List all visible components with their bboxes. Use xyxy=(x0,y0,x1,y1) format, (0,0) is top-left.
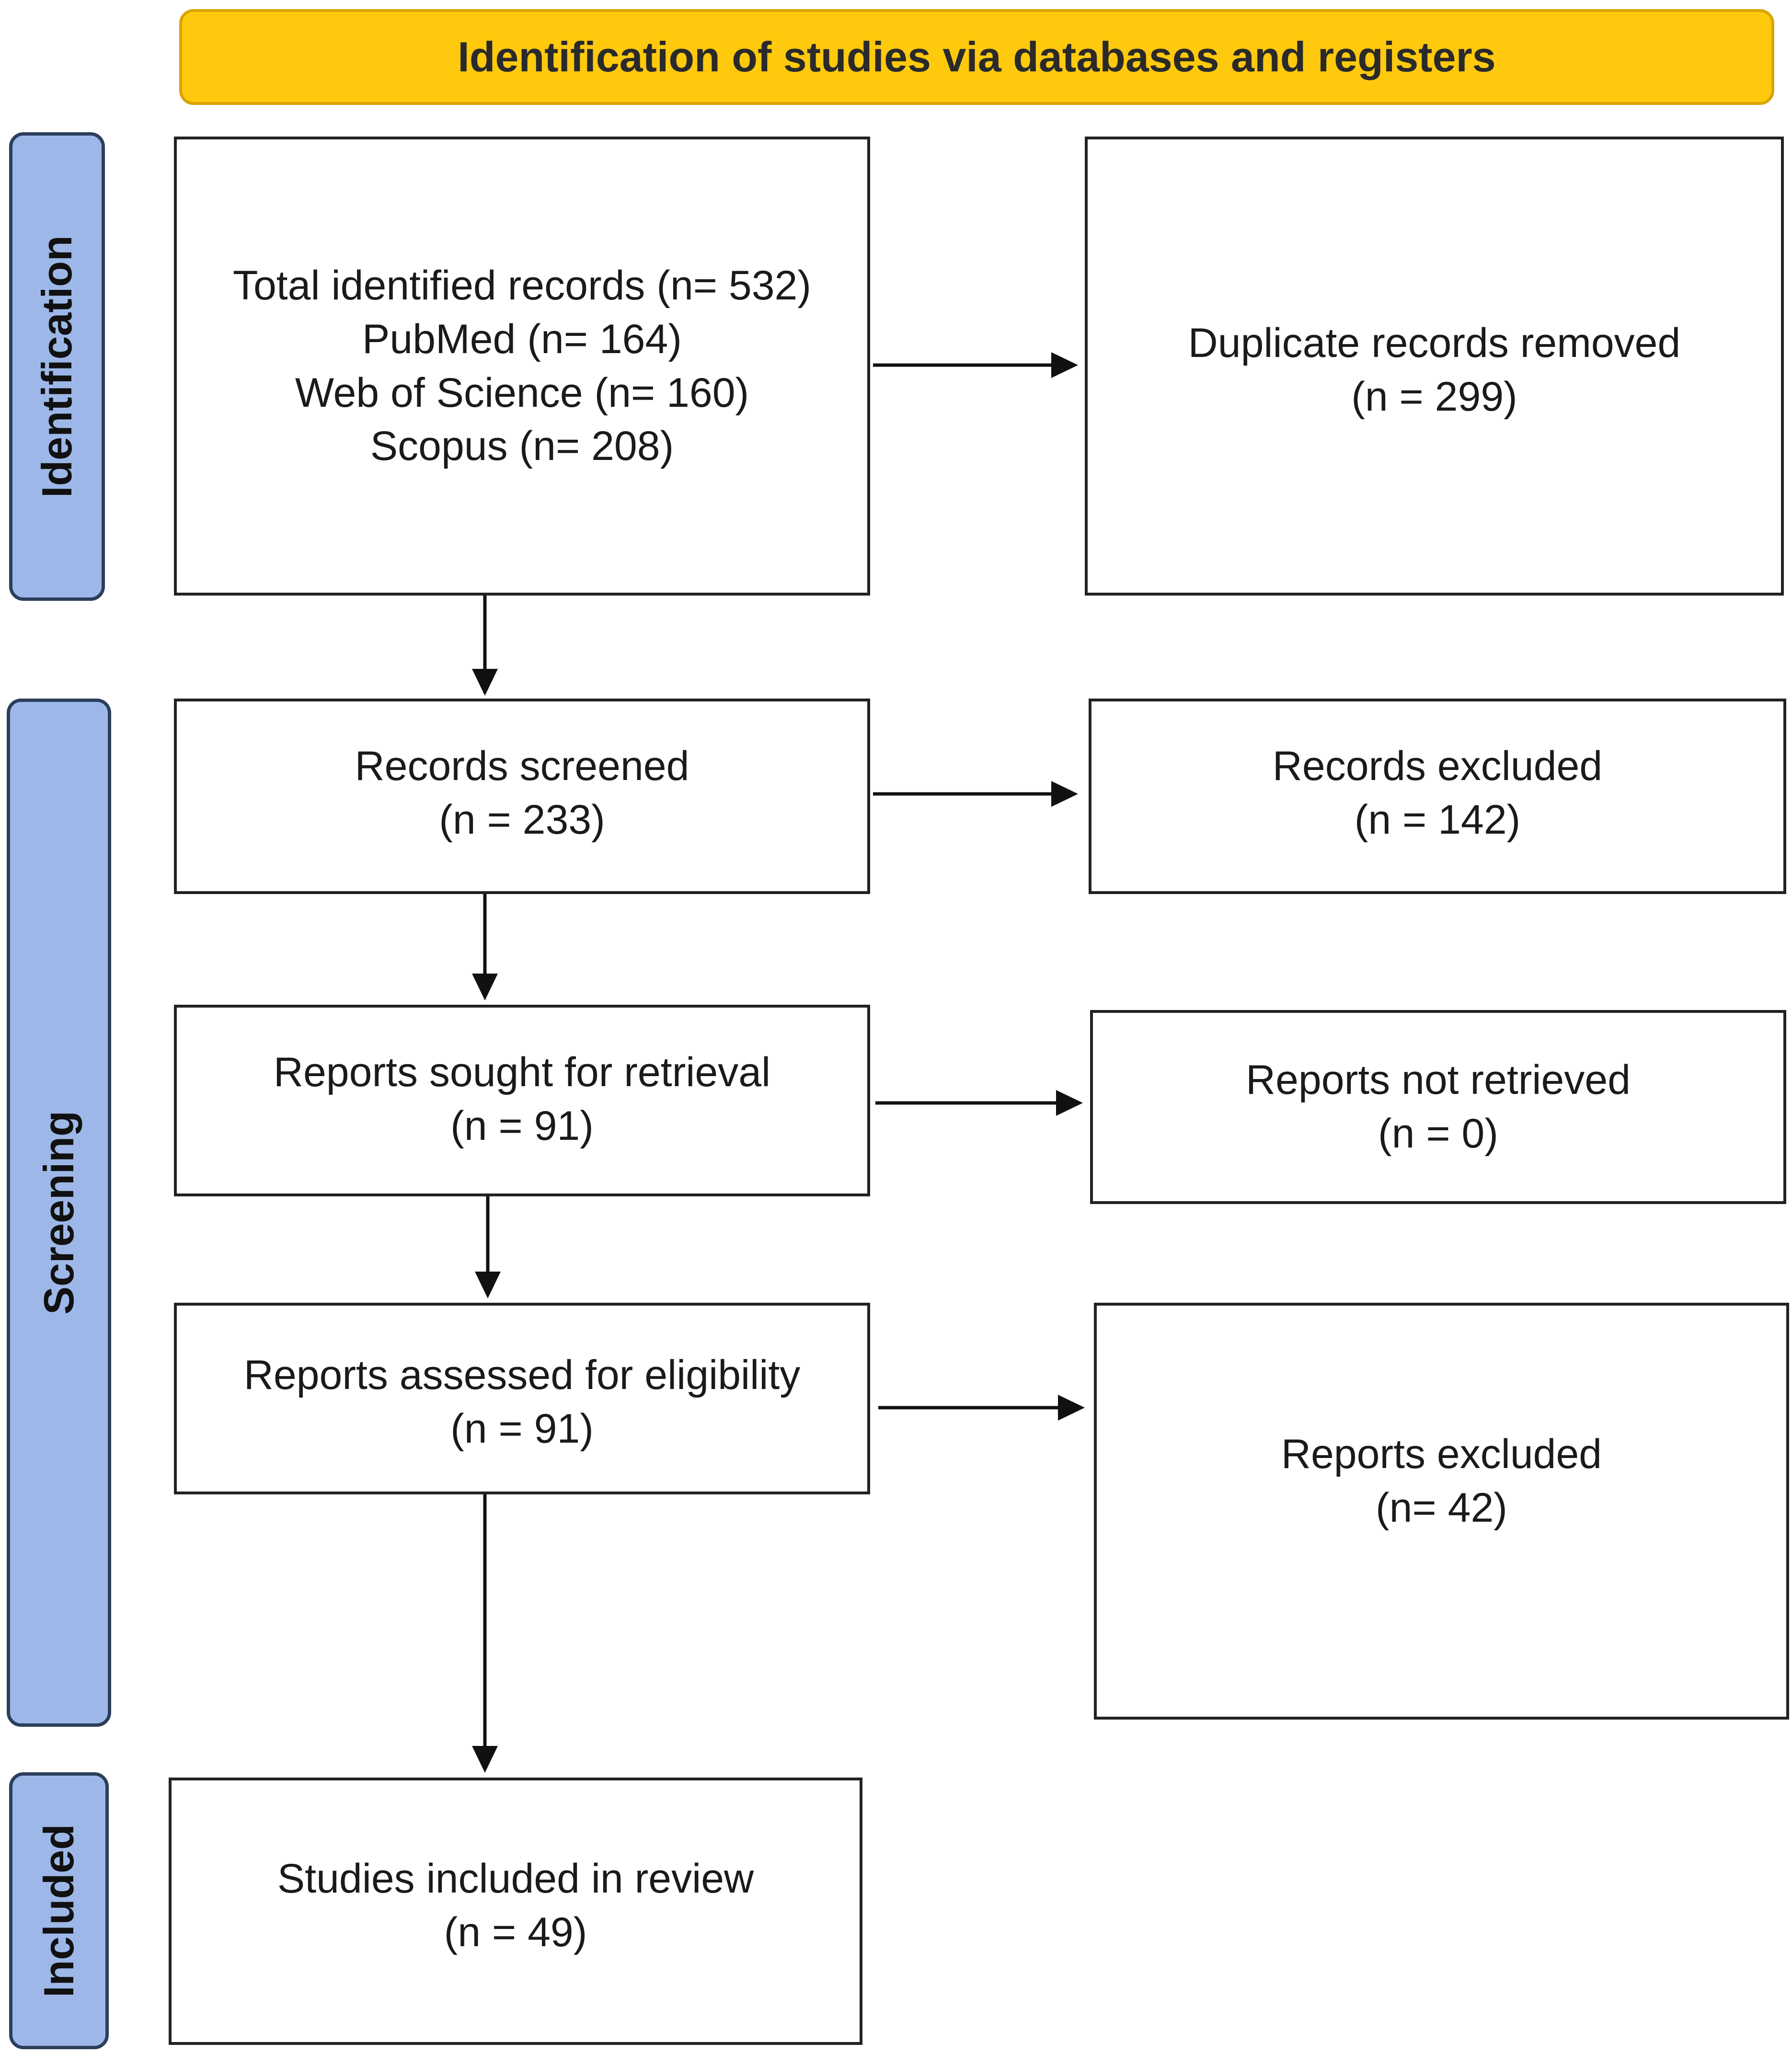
arrowhead-screened xyxy=(472,669,498,696)
included-count: (n = 49) xyxy=(444,1909,587,1955)
box-reports-assessed: Reports assessed for eligibility (n = 91… xyxy=(174,1303,870,1494)
arrowhead-assessed xyxy=(475,1272,501,1298)
box-records-screened: Records screened (n = 233) xyxy=(174,699,870,894)
box-reports-sought: Reports sought for retrieval (n = 91) xyxy=(174,1005,870,1196)
header-title: Identification of studies via databases … xyxy=(458,33,1496,80)
arrowhead-records-excluded xyxy=(1051,781,1078,807)
identified-total: Total identified records (n= 532) xyxy=(232,263,812,309)
identified-scopus: Scopus (n= 208) xyxy=(370,423,674,470)
identified-wos: Web of Science (n= 160) xyxy=(295,369,749,416)
box-records-excluded: Records excluded (n = 142) xyxy=(1089,699,1786,894)
reports-excluded-count: (n= 42) xyxy=(1376,1484,1507,1531)
not-retrieved-count: (n = 0) xyxy=(1378,1110,1498,1157)
duplicates-label: Duplicate records removed xyxy=(1188,320,1681,366)
arrowhead-duplicates xyxy=(1051,352,1078,378)
reports-excluded-label: Reports excluded xyxy=(1281,1431,1602,1477)
not-retrieved-label: Reports not retrieved xyxy=(1245,1057,1631,1103)
arrowhead-reports-excluded xyxy=(1058,1395,1085,1421)
phase-identification-label: Identification xyxy=(33,235,80,498)
box-studies-included: Studies included in review (n = 49) xyxy=(169,1778,862,2045)
sought-count: (n = 91) xyxy=(450,1102,594,1149)
excluded-label: Records excluded xyxy=(1272,743,1603,789)
screened-count: (n = 233) xyxy=(439,796,605,843)
screened-label: Records screened xyxy=(355,743,689,789)
phase-included: Included xyxy=(9,1772,109,2049)
assessed-count: (n = 91) xyxy=(450,1405,594,1452)
excluded-count: (n = 142) xyxy=(1354,796,1521,843)
box-duplicates-removed: Duplicate records removed (n = 299) xyxy=(1085,137,1784,596)
sought-label: Reports sought for retrieval xyxy=(273,1049,771,1095)
included-label: Studies included in review xyxy=(277,1856,754,1902)
header-banner: Identification of studies via databases … xyxy=(179,9,1774,105)
identified-pubmed: PubMed (n= 164) xyxy=(362,316,682,362)
box-reports-not-retrieved: Reports not retrieved (n = 0) xyxy=(1090,1010,1786,1204)
box-identified-records: Total identified records (n= 532) PubMed… xyxy=(174,137,870,596)
duplicates-count: (n = 299) xyxy=(1351,373,1517,420)
phase-identification: Identification xyxy=(9,132,105,601)
phase-screening-label: Screening xyxy=(35,1111,82,1315)
arrowhead-included xyxy=(472,1746,498,1773)
assessed-label: Reports assessed for eligibility xyxy=(243,1352,801,1398)
phase-included-label: Included xyxy=(35,1824,82,1997)
box-reports-excluded: Reports excluded (n= 42) xyxy=(1094,1303,1789,1720)
phase-screening: Screening xyxy=(7,699,111,1727)
arrowhead-not-retrieved xyxy=(1056,1090,1083,1116)
arrowhead-sought xyxy=(472,974,498,1000)
